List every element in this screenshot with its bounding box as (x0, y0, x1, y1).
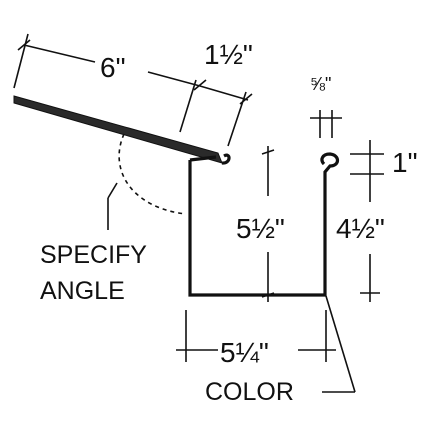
dim-front-height: 4½" (336, 213, 385, 244)
dim-top-line-a (23, 44, 96, 63)
dim-overhang: 1½" (204, 39, 253, 70)
gutter-profile (188, 152, 340, 297)
dim-overhang-extension-right (227, 91, 247, 147)
specify-label-line2: ANGLE (40, 277, 125, 305)
dim-back-height: 5½" (236, 213, 285, 244)
dim-hem-width: ⅝" (310, 74, 331, 94)
gutter-back-top (189, 155, 217, 162)
dim-top-length: 6" (100, 52, 126, 83)
dim-bottom-width: 5¼" (220, 337, 269, 368)
dim-overhang-tick-right (239, 93, 253, 105)
dim-back-height-tick-bottom (261, 292, 275, 298)
specify-leader (107, 182, 118, 199)
dim-top-line-b (147, 71, 201, 87)
dim-top-extension-left (13, 33, 29, 89)
dim-hem-height: 1" (392, 147, 418, 178)
dim-overhang-extension-left (179, 79, 197, 133)
color-label: COLOR (205, 378, 294, 406)
color-leader-diagonal (325, 295, 356, 393)
dim-back-height-tick-top (261, 149, 275, 155)
dim-overhang-line (199, 85, 249, 101)
dim-top-tick-a (17, 39, 31, 51)
dim-top-tick-b (193, 79, 207, 91)
specify-label-line1: SPECIFY (40, 241, 147, 269)
roof-panel (13, 95, 223, 164)
